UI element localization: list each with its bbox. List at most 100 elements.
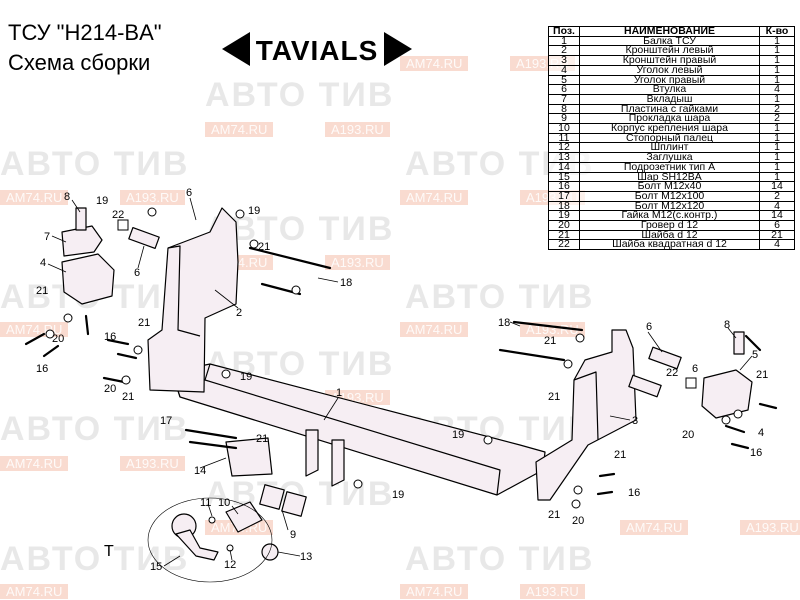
bolt-17: [184, 428, 238, 440]
cell-pos: 22: [548, 239, 580, 251]
bolt-16: [102, 376, 126, 384]
page-subtitle: Схема сборки: [8, 50, 151, 75]
ball-detail-ring: [147, 497, 273, 583]
callout-8: 8: [724, 319, 730, 331]
watermark-brand: АВТО ТИВ: [205, 76, 395, 114]
watermark-sub: A193.RU: [520, 584, 585, 599]
sleeve: [628, 374, 662, 398]
callout-21: 21: [756, 369, 768, 381]
callout-21: 21: [548, 509, 560, 521]
callout-5: 5: [752, 349, 758, 361]
cell-qty: 4: [759, 239, 795, 251]
sleeve: [648, 346, 682, 370]
callout-19: 19: [248, 205, 260, 217]
callout-14: 14: [194, 465, 206, 477]
nut-plate-left: [75, 207, 87, 231]
callout-17: 17: [160, 415, 172, 427]
callout-6: 6: [134, 267, 140, 279]
callout-1: 1: [336, 387, 342, 399]
callout-6: 6: [692, 363, 698, 375]
washer-21: [133, 345, 143, 355]
socket-mount: [225, 437, 273, 477]
watermark-sub: AM74.RU: [0, 456, 69, 471]
callout-21: 21: [548, 391, 560, 403]
watermark-sub: AM74.RU: [0, 584, 69, 599]
callout-3: 3: [632, 415, 638, 427]
callout-10: 10: [218, 497, 230, 509]
watermark-brand: АВТО ТИВ: [0, 410, 190, 448]
square-washer-22: [685, 377, 697, 389]
watermark-sub: A193.RU: [325, 122, 390, 137]
ball-pad: [281, 491, 307, 517]
insert-plate: [61, 225, 103, 257]
washer-21: [733, 409, 743, 419]
callout-11: 11: [200, 497, 211, 509]
watermark-sub: AM74.RU: [400, 584, 469, 599]
watermark-sub: AM74.RU: [0, 190, 69, 205]
callout-21: 21: [256, 433, 268, 445]
watermark-sub: AM74.RU: [205, 122, 274, 137]
callout-21: 21: [614, 449, 626, 461]
callout-6: 6: [646, 321, 652, 333]
square-washer-22: [117, 219, 129, 231]
beam-tab: [305, 429, 319, 477]
callout-19: 19: [392, 489, 404, 501]
washer-21: [249, 239, 259, 249]
callout-12: 12: [224, 559, 236, 571]
callout-7: 7: [44, 231, 50, 243]
washer-21: [63, 313, 73, 323]
callout-16: 16: [750, 447, 762, 459]
nut-19: [147, 207, 157, 217]
bolt-16: [116, 352, 138, 360]
callout-21: 21: [122, 391, 134, 403]
plug-cap: [261, 543, 279, 561]
callout-15: 15: [150, 561, 162, 573]
watermark-sub: AM74.RU: [400, 322, 469, 337]
washer-21: [291, 285, 301, 295]
watermark-sub: A193.RU: [120, 190, 185, 205]
bolt-16: [758, 402, 778, 410]
callout-21: 21: [36, 285, 48, 297]
bolt-18: [512, 320, 584, 332]
callout-21: 21: [544, 335, 556, 347]
callout-20: 20: [52, 333, 64, 345]
callout-20: 20: [682, 429, 694, 441]
brand-logo: TAVIALS: [222, 22, 412, 76]
washer-21: [563, 359, 573, 369]
page-title: ТСУ "H214-BA": [8, 20, 162, 45]
watermark-sub: A193.RU: [325, 255, 390, 270]
washer-20: [721, 415, 731, 425]
callout-22: 22: [112, 209, 124, 221]
pin-11: [208, 516, 216, 524]
bolt-16: [724, 424, 746, 434]
brand-logo-text: TAVIALS: [256, 35, 379, 66]
callout-16: 16: [104, 331, 116, 343]
washer-20: [121, 375, 131, 385]
washer-21: [575, 333, 585, 343]
nut-plate-right: [733, 331, 745, 355]
left-angle: [61, 253, 115, 305]
nut-19: [483, 435, 493, 445]
bolt-16: [596, 490, 614, 496]
washer-20: [45, 329, 55, 339]
callout-18: 18: [498, 317, 510, 329]
callout-19: 19: [452, 429, 464, 441]
watermark-brand: АВТО ТИВ: [0, 145, 190, 183]
right-bracket-edge: [573, 371, 599, 441]
callout-8: 8: [64, 191, 70, 203]
watermark-sub: AM74.RU: [620, 520, 689, 535]
bolt-16: [730, 442, 750, 450]
callout-20: 20: [572, 515, 584, 527]
callout-4: 4: [40, 257, 46, 269]
beam-tab: [331, 439, 345, 487]
cell-name: Шайба квадратная d 12: [579, 239, 760, 251]
right-angle: [701, 369, 753, 419]
ball-mount-body: [225, 501, 263, 533]
watermark-brand: АВТО ТИВ: [0, 540, 190, 578]
callout-2: 2: [236, 307, 242, 319]
callout-18: 18: [340, 277, 352, 289]
callout-6: 6: [186, 187, 192, 199]
